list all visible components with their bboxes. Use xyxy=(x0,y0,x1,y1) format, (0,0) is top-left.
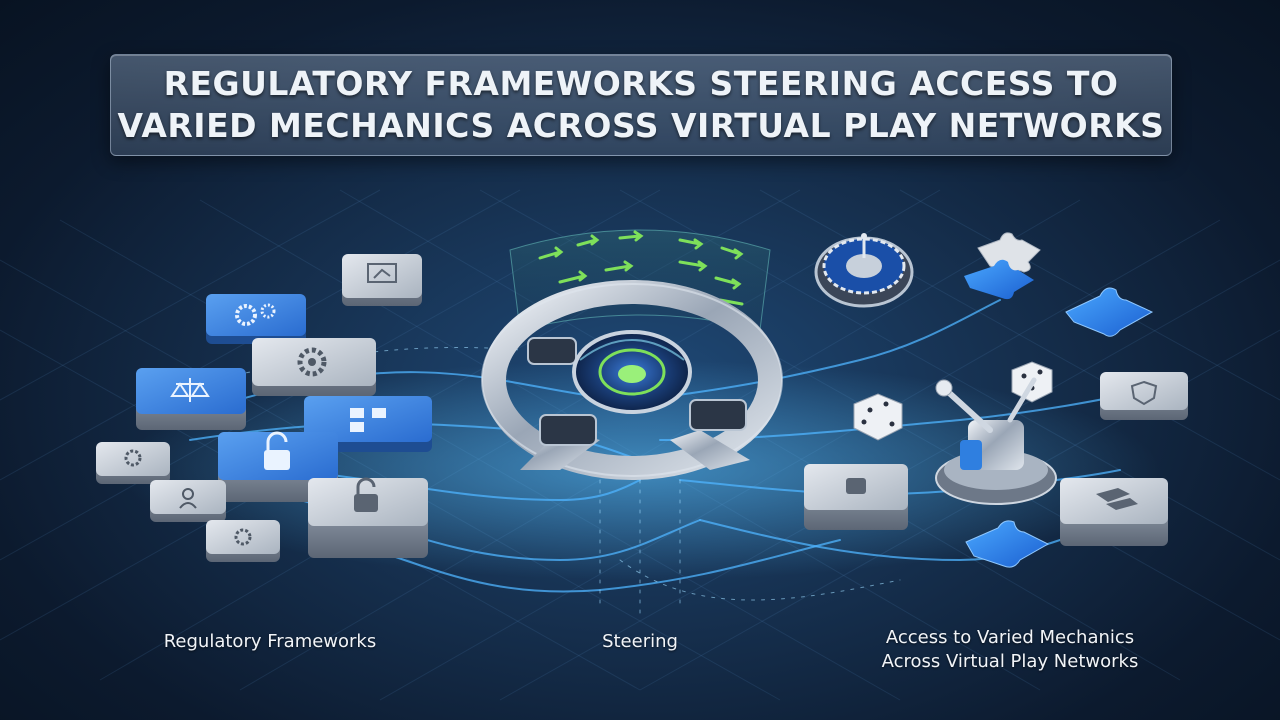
profile-icon xyxy=(150,480,226,522)
caption-steering: Steering xyxy=(602,631,678,652)
puzzle-piece-icon xyxy=(965,520,1050,568)
gears-icon xyxy=(206,294,306,344)
steering-assembly xyxy=(481,229,783,480)
caption-access-mechanics: Access to Varied Mechanics Across Virtua… xyxy=(860,626,1160,674)
padlock-icon xyxy=(804,464,908,530)
title-line-2: VARIED MECHANICS ACROSS VIRTUAL PLAY NET… xyxy=(117,106,1165,145)
gear-icon xyxy=(96,442,170,484)
mechanics-cluster xyxy=(804,232,1188,568)
regulatory-tiles xyxy=(96,254,432,562)
padlock-icon xyxy=(308,477,428,558)
title-banner: REGULATORY FRAMEWORKS STEERING ACCESS TO… xyxy=(110,54,1172,156)
steering-wheel-icon xyxy=(579,339,685,361)
caption-access-line-2: Across Virtual Play Networks xyxy=(881,651,1139,672)
gear-icon xyxy=(206,520,280,562)
roulette-wheel-icon xyxy=(814,233,914,308)
slot-lever-icon xyxy=(935,377,1057,505)
shield-icon xyxy=(1100,372,1188,420)
puzzle-piece-icon xyxy=(964,232,1041,300)
dice-icon xyxy=(853,393,903,441)
caption-access-line-1: Access to Varied Mechanics xyxy=(885,627,1135,648)
scales-icon xyxy=(136,368,246,430)
gear-icon xyxy=(252,338,376,396)
caption-regulatory-frameworks: Regulatory Frameworks xyxy=(163,631,377,652)
title-line-1: REGULATORY FRAMEWORKS STEERING ACCESS TO xyxy=(163,64,1119,103)
presentation-icon xyxy=(342,254,422,306)
puzzle-piece-icon xyxy=(1065,287,1154,337)
blocks-icon xyxy=(1060,478,1168,546)
